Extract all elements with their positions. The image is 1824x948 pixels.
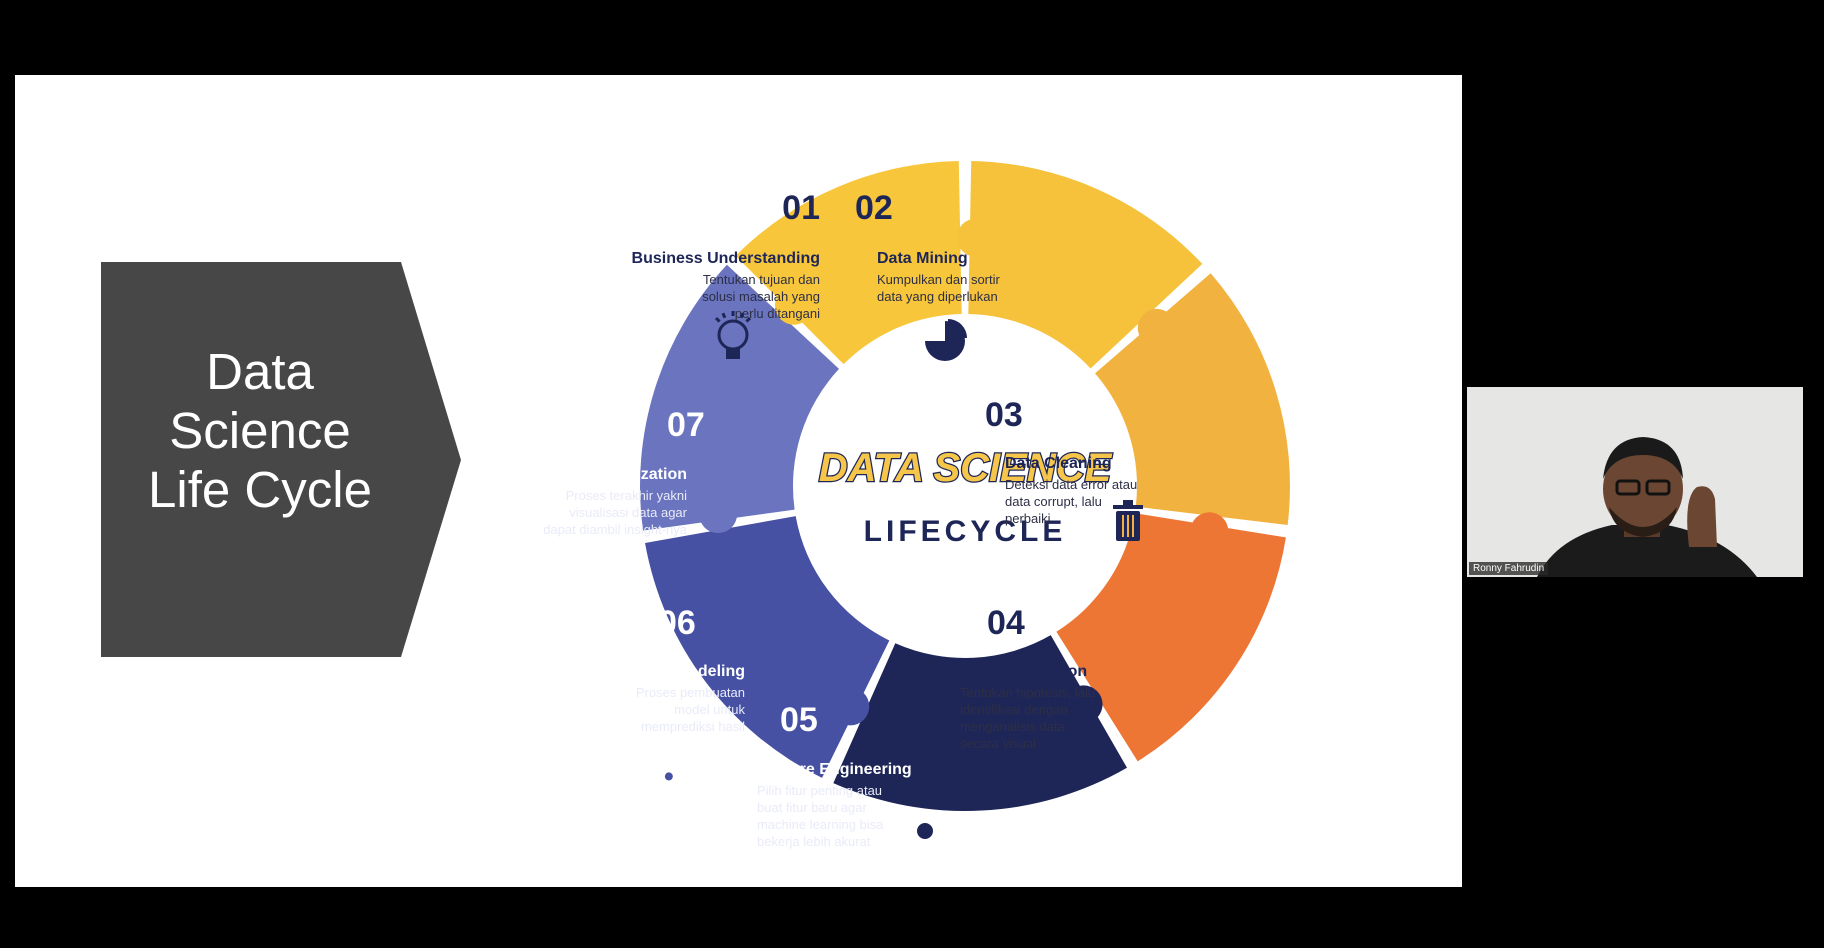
stage-segment-04: [1056, 513, 1286, 762]
puzzle-tab: [1190, 512, 1229, 551]
stage-description-line: solusi masalah yang: [702, 289, 820, 304]
stage-description-line: Tentukan tujuan dan: [703, 272, 820, 287]
stage-description-line: perbaiki: [1005, 511, 1051, 526]
stage-title: Feature Engineering: [757, 761, 912, 778]
participant-name-label: Ronny Fahrudin: [1469, 562, 1549, 575]
stage-number: 04: [987, 604, 1025, 642]
slide-title: Data Science Life Cycle: [115, 342, 405, 519]
stage-description-line: Pilih fitur penting atau: [757, 783, 882, 798]
stage-number: 02: [855, 189, 893, 227]
stage-description-line: dapat diambil insight-nya: [543, 522, 688, 537]
presentation-slide: Data Science Life Cycle DATA SCIENCE LIF…: [15, 75, 1462, 887]
slide-title-line: Science: [169, 402, 351, 459]
puzzle-tab: [956, 218, 995, 257]
stage-title: Data Cleaning: [1005, 455, 1112, 472]
stage-number: 06: [658, 604, 696, 642]
stage-description-line: menganalisis data: [960, 719, 1066, 734]
stage-description-line: identifikasi dengan: [960, 702, 1068, 717]
stage-number: 03: [985, 396, 1023, 434]
lightbulb-icon: [714, 311, 752, 359]
slide-title-line: Life Cycle: [148, 461, 372, 518]
participant-avatar: [1537, 437, 1757, 577]
puzzle-tab: [699, 495, 738, 534]
column-chart-icon: [543, 413, 583, 451]
trash-icon: [1113, 500, 1143, 541]
stage-description-line: visualisasi data agar: [569, 505, 687, 520]
puzzle-tab: [774, 286, 813, 325]
stage-description-line: data corrupt, lalu: [1005, 494, 1102, 509]
stage-title: Data Mining: [877, 250, 968, 267]
stage-number: 01: [782, 189, 820, 227]
stage-segment-06: [645, 516, 890, 778]
center-title: DATA SCIENCE: [819, 446, 1113, 490]
puzzle-tab: [1064, 685, 1103, 724]
stage-title: Data Visualization: [550, 466, 687, 483]
stage-description-line: Proses terakhir yakni: [566, 488, 687, 503]
rocket-icon: [643, 762, 681, 803]
stage-description-line: machine learning bisa: [757, 817, 884, 832]
stage-title: Predictive Modeling: [594, 663, 745, 680]
title-chevron-shape: [101, 262, 461, 657]
stage-description-line: Proses pembuatan: [636, 685, 745, 700]
participant-video[interactable]: Ronny Fahrudin: [1467, 387, 1803, 577]
gear-icon: [903, 809, 947, 853]
stage-number: 05: [780, 701, 818, 739]
stage-description-line: Deteksi data error atau: [1005, 477, 1137, 492]
stage-description-line: Tentukan hipotesis, lalu: [960, 685, 1095, 700]
stage-description-line: bekerja lebih akurat: [757, 834, 871, 849]
stage-title: Business Understanding: [632, 250, 820, 267]
stage-description-line: data yang diperlukan: [877, 289, 998, 304]
stage-description-line: perlu ditangani: [735, 306, 820, 321]
pie-chart-icon: [925, 319, 967, 361]
stage-description-line: secara visual: [960, 736, 1036, 751]
stage-description-line: Kumpulkan dan sortir: [877, 272, 1001, 287]
stage-description-line: memprediksi hasil: [641, 719, 745, 734]
stage-segment-01: [735, 161, 962, 365]
stage-segment-05: [833, 635, 1128, 812]
puzzle-tab: [1137, 308, 1176, 347]
center-subtitle: LIFECYCLE: [864, 515, 1067, 548]
slide-title-line: Data: [206, 343, 314, 400]
stage-title: Data Exploration: [960, 663, 1087, 680]
stage-number: 07: [667, 406, 705, 444]
center-disc: [803, 324, 1127, 648]
bar-chart-icon: [987, 754, 1031, 792]
stage-description-line: buat fitur baru agar: [757, 800, 868, 815]
stage-description-line: model untuk: [674, 702, 745, 717]
puzzle-tab: [831, 687, 870, 726]
stage-segment-07: [640, 264, 840, 531]
